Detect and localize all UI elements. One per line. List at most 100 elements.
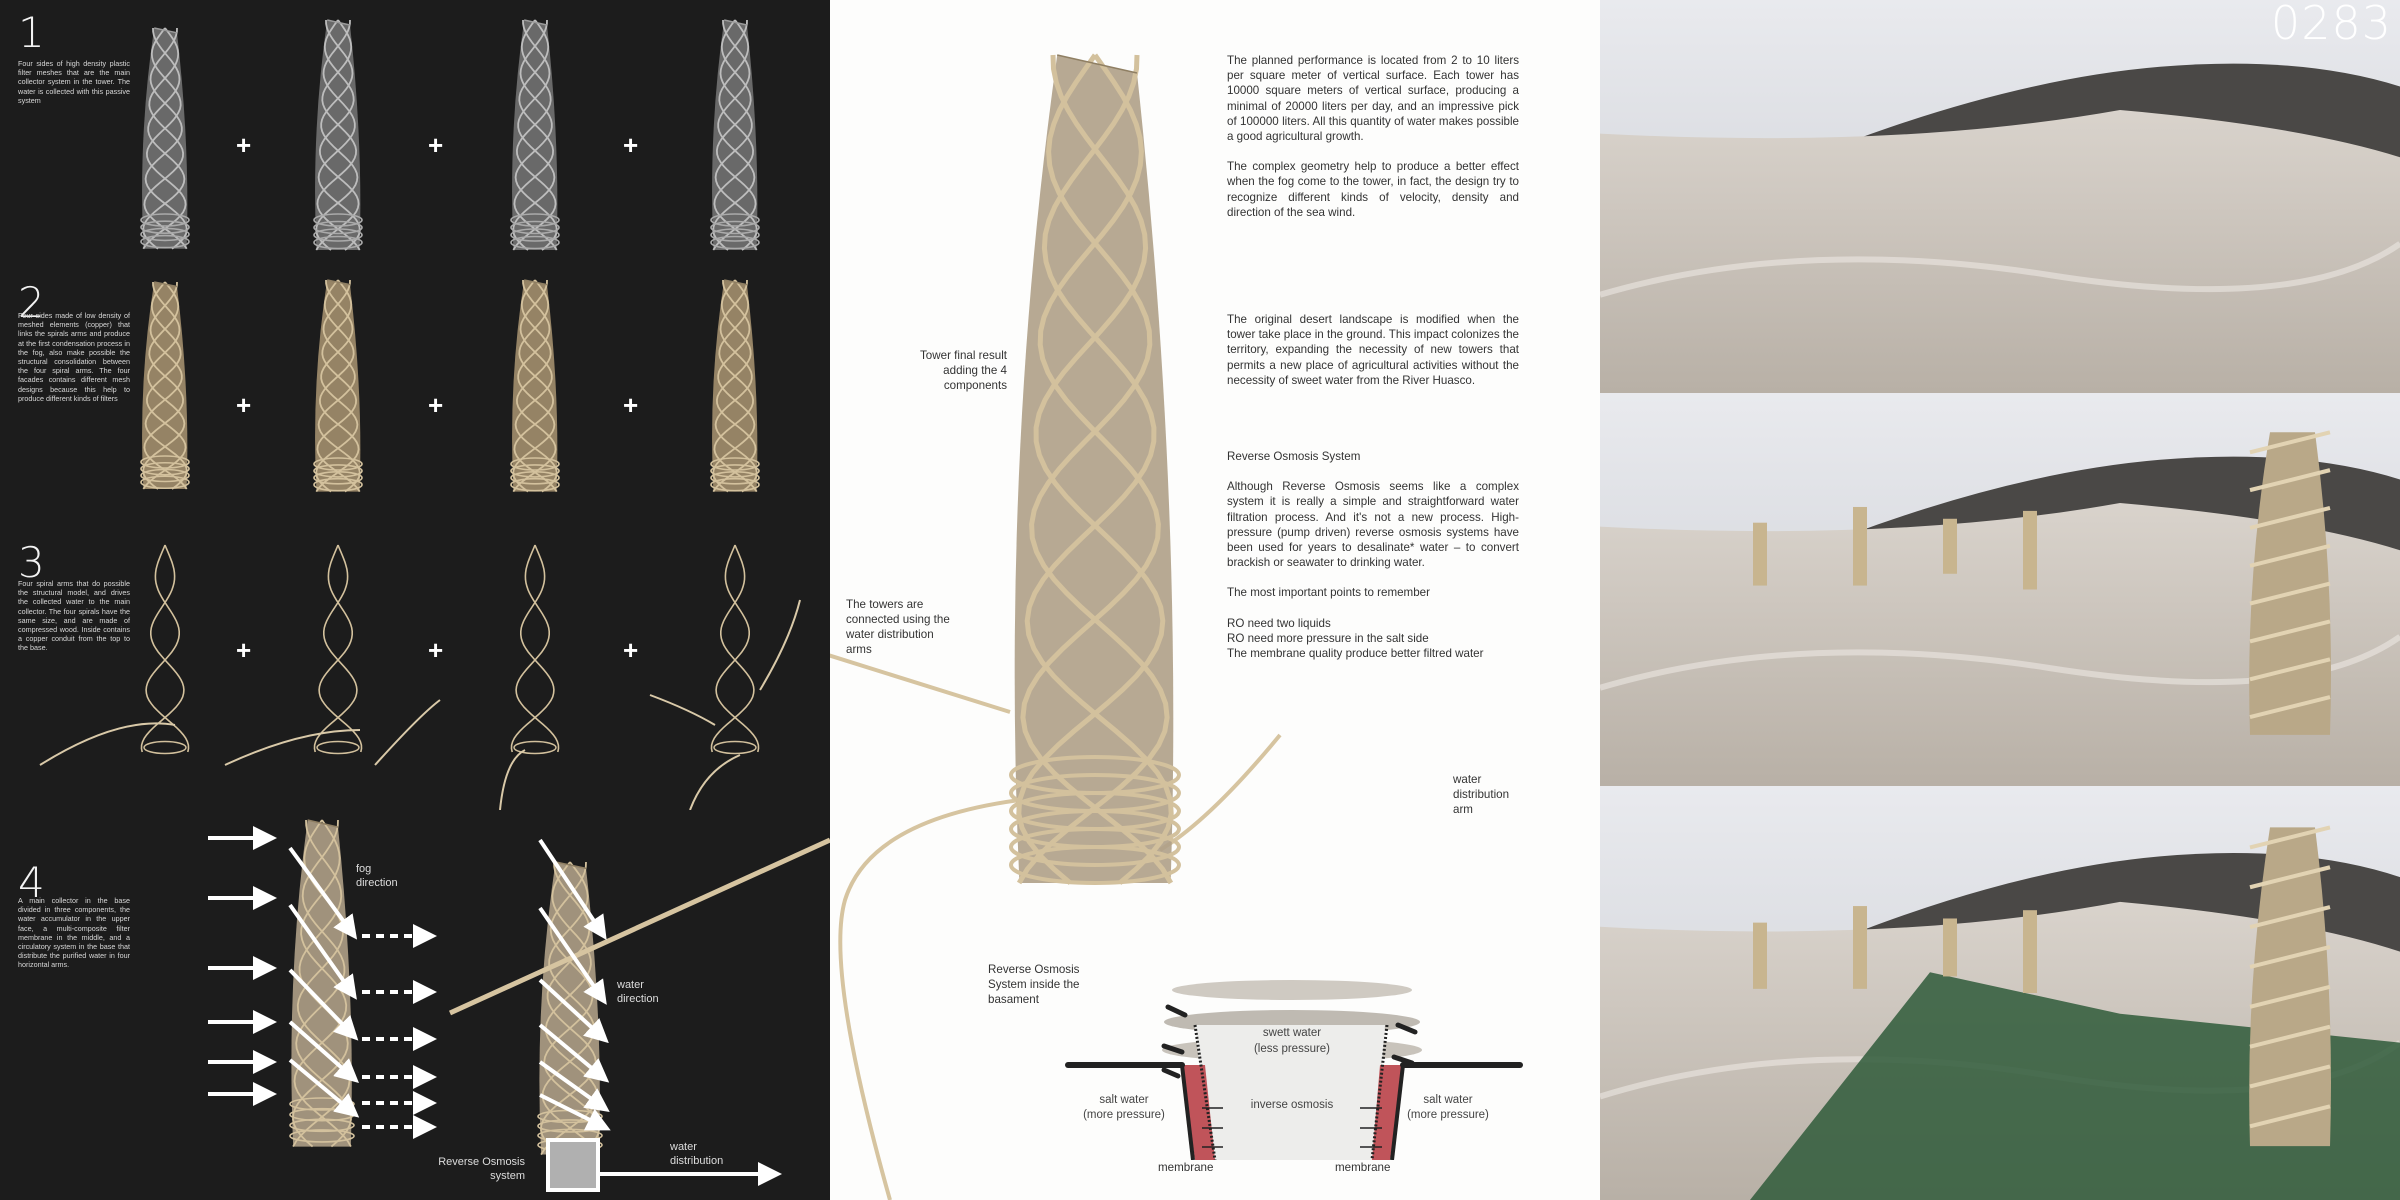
spiral-arm <box>317 279 361 493</box>
base-ring <box>140 213 190 227</box>
base-ring <box>140 475 190 490</box>
spiral-arm <box>318 544 363 753</box>
spiral-arm <box>515 544 560 753</box>
base-ring <box>710 228 760 242</box>
spiral-arm <box>144 281 188 490</box>
base-ring <box>1009 827 1181 867</box>
filter-mesh-tower-4 <box>710 19 760 251</box>
sweet-water-label: (less pressure) <box>1254 1043 1330 1055</box>
distant-tower <box>1853 506 1867 586</box>
spiral-arm <box>714 279 758 493</box>
inverse-osmosis-label: inverse osmosis <box>1251 1099 1334 1111</box>
tower-top <box>1057 54 1138 74</box>
description-text: The planned performance is located from … <box>1227 53 1519 235</box>
spiral-arm <box>1016 54 1166 885</box>
ro-diagram: swett water (less pressure) inverse osmo… <box>1065 980 1523 1160</box>
plus-sign: + <box>623 390 639 420</box>
spiral-ground-arms <box>39 599 801 810</box>
base-ring <box>710 477 760 492</box>
landscape-text: The original desert landscape is modifie… <box>1227 312 1519 403</box>
spiral-arm <box>315 19 360 251</box>
base-ring <box>710 457 760 471</box>
base-ring <box>289 1118 355 1133</box>
tower-spiral <box>2249 695 2331 720</box>
spiral-arm <box>315 19 359 251</box>
distant-tower <box>1753 522 1767 586</box>
base-ring <box>713 740 757 755</box>
ro-system-box <box>546 1138 600 1192</box>
base-ring <box>510 464 560 478</box>
plus-sign: + <box>623 130 639 160</box>
spiral-arm <box>143 27 188 250</box>
membrane-label: membrane <box>1158 1161 1214 1174</box>
base-ring <box>510 220 560 235</box>
spiral-arm <box>512 19 556 251</box>
tower-spiral <box>2249 543 2331 568</box>
plus-sign: + <box>236 635 252 665</box>
distant-tower <box>1943 518 1957 574</box>
tower-top <box>524 19 548 26</box>
spiral-arm-tower-2 <box>313 544 363 755</box>
tower-spiral <box>2249 619 2331 644</box>
base-ring <box>313 477 363 492</box>
filter-mesh-tower-1 <box>140 27 190 250</box>
spiral-arm <box>142 281 187 490</box>
tower-spiral <box>2249 1024 2331 1049</box>
spiral-arm <box>514 19 558 251</box>
base-ring <box>510 228 560 242</box>
plus-sign: + <box>428 130 444 160</box>
plus-sign: + <box>236 130 252 160</box>
base-ring <box>510 213 560 227</box>
spiral-arm <box>712 279 756 493</box>
tower-top <box>555 861 587 870</box>
tower-spiral <box>2249 468 2331 493</box>
spiral-arm <box>316 19 361 251</box>
distribution-arms <box>830 653 1282 1200</box>
ro-point: RO need more pressure in the salt side <box>1227 631 1429 645</box>
tower-spiral <box>2249 657 2331 682</box>
distant-tower <box>1943 918 1957 977</box>
ro-point: RO need two liquids <box>1227 616 1331 630</box>
tower-top <box>327 19 351 26</box>
base-ring <box>140 461 190 476</box>
base-ring <box>510 471 560 485</box>
fog-inflow-arrows <box>208 826 277 1106</box>
base-ring <box>510 235 560 250</box>
copper-mesh-tower-1 <box>140 281 190 490</box>
board-code: 0283 <box>2270 0 2392 50</box>
salt-water-label: (more pressure) <box>1407 1109 1489 1121</box>
spiral-arm-tower-3 <box>510 544 560 755</box>
tower-top <box>154 27 178 34</box>
step-text: Four sides of high density plastic filte… <box>18 59 130 105</box>
final-tower <box>1009 53 1181 885</box>
performance-paragraph: The planned performance is located from … <box>1227 54 1519 144</box>
spiral-arm <box>143 281 188 490</box>
copper-mesh-tower-3 <box>510 279 560 493</box>
base-ring <box>710 471 760 485</box>
base-ring <box>140 220 190 234</box>
step-text: Four sides made of low density of meshed… <box>18 311 130 403</box>
desert-ground <box>1600 503 2400 786</box>
spiral-arm <box>142 281 186 490</box>
spiral-arm <box>1024 54 1174 885</box>
filter-mesh-tower-3 <box>510 19 560 251</box>
flow-arrows <box>208 826 830 1192</box>
tower-spiral <box>2249 581 2331 606</box>
base-ring <box>1009 845 1181 885</box>
copper-mesh-tower-4 <box>710 279 760 493</box>
landscape-renders: 0283 <box>1600 0 2400 1200</box>
render-desert-towers <box>1600 393 2400 786</box>
distribution-arm <box>448 837 830 1016</box>
plus-sign: + <box>623 635 639 665</box>
salt-water-label: salt water <box>1099 1094 1148 1106</box>
membrane-label: membrane <box>1335 1161 1391 1174</box>
dune-ridge <box>1600 241 2400 298</box>
plus-sign: + <box>236 390 252 420</box>
render-desert-agriculture <box>1600 786 2400 1200</box>
tower-spiral <box>2249 1064 2331 1089</box>
tower-spiral <box>2249 905 2331 930</box>
step-number: 4 <box>18 858 45 907</box>
